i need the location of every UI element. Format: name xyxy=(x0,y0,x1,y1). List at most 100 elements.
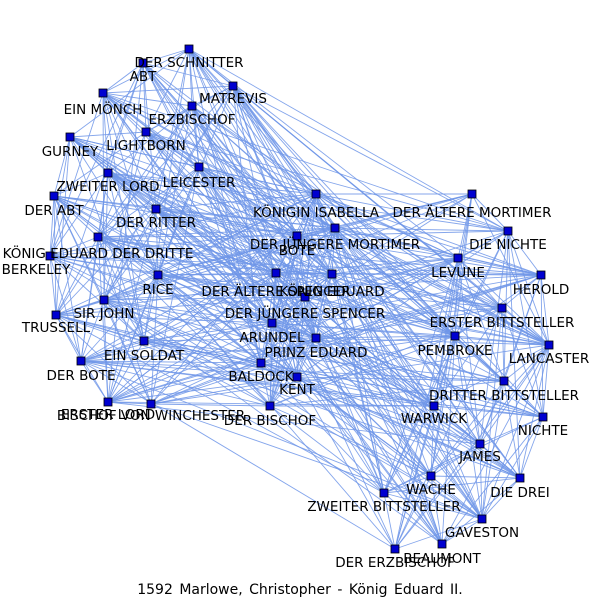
node-der-bote xyxy=(76,356,86,366)
graph-edge xyxy=(315,257,459,339)
graph-edge xyxy=(275,272,443,545)
graph-edge xyxy=(107,376,298,403)
graph-edge xyxy=(269,405,385,494)
node-james xyxy=(475,439,485,449)
graph-edge xyxy=(49,255,273,324)
graph-edge xyxy=(97,227,336,238)
graph-edge xyxy=(102,85,234,94)
graph-edge xyxy=(102,48,190,94)
graph-edge xyxy=(198,166,456,337)
node-bote xyxy=(292,231,302,241)
graph-edge xyxy=(315,337,432,477)
graph-edge xyxy=(49,193,317,257)
node-rice xyxy=(153,270,163,280)
graph-edge xyxy=(271,322,481,445)
graph-edge xyxy=(296,376,481,445)
graph-edge xyxy=(80,273,333,362)
graph-edge xyxy=(383,335,456,494)
graph-edge xyxy=(198,166,262,364)
node-label-ein-soldat: EIN SOLDAT xyxy=(104,348,185,364)
graph-edge xyxy=(315,337,505,382)
graph-edge xyxy=(69,136,277,274)
node-lightborn xyxy=(141,127,151,137)
graph-edge xyxy=(260,322,273,364)
graph-edge xyxy=(315,307,503,339)
graph-edge xyxy=(269,405,432,477)
graph-edge xyxy=(260,274,542,364)
graph-edge xyxy=(102,92,509,232)
node-der-schnitter xyxy=(184,44,194,54)
graph-edge xyxy=(271,322,298,378)
graph-edge xyxy=(145,131,509,232)
graph-edge xyxy=(271,322,505,382)
graph-edge xyxy=(269,296,306,407)
node-der-bischof xyxy=(265,401,275,411)
graph-edge xyxy=(269,337,317,407)
graph-edge xyxy=(260,362,435,407)
graph-edge xyxy=(540,274,550,346)
node-wache xyxy=(426,471,436,481)
graph-edge xyxy=(97,236,333,275)
graph-edge xyxy=(49,227,336,257)
graph-edge xyxy=(103,131,147,301)
graph-edge xyxy=(275,272,333,275)
graph-edge xyxy=(271,322,521,479)
graph-edge xyxy=(260,335,456,364)
graph-edge xyxy=(260,362,271,407)
graph-edge xyxy=(315,337,521,479)
node-prinz-eduard xyxy=(311,333,321,343)
graph-edge xyxy=(97,236,277,274)
node-label-james: JAMES xyxy=(458,449,501,465)
graph-edge xyxy=(315,335,456,339)
graph-edge xyxy=(269,335,456,407)
graph-edge xyxy=(441,518,483,545)
graph-edge xyxy=(315,337,435,407)
node-label-rice: RICE xyxy=(142,282,173,298)
graph-edge xyxy=(260,362,385,494)
node-ein-soldat xyxy=(139,336,149,346)
graph-edge xyxy=(49,255,544,418)
graph-edge xyxy=(331,273,456,337)
node-der-aeltere-spencer xyxy=(271,268,281,278)
graph-edge xyxy=(296,235,456,337)
graph-edge xyxy=(55,299,105,316)
graph-edge xyxy=(80,360,298,378)
graph-edge xyxy=(103,274,159,301)
node-label-der-aeltere-mortimer: DER ÄLTERE MORTIMER xyxy=(393,203,552,221)
graph-edge xyxy=(232,85,317,195)
graph-edge xyxy=(97,208,157,238)
graph-edge xyxy=(383,492,483,520)
graph-edge xyxy=(394,518,483,550)
graph-edge xyxy=(191,105,483,520)
graph-edge xyxy=(143,322,273,342)
graph-edge xyxy=(430,443,481,477)
graph-edge xyxy=(142,62,234,87)
graph-edge xyxy=(454,335,550,346)
graph-edge xyxy=(55,273,333,316)
graph-edge xyxy=(454,230,509,337)
graph-edge xyxy=(481,380,505,520)
graph-edge xyxy=(49,255,82,362)
graph-edge xyxy=(315,193,459,259)
graph-edge xyxy=(471,193,509,232)
graph-edge xyxy=(383,475,432,494)
node-label-zweiter-bittsteller: ZWEITER BITTSTELLER xyxy=(307,499,460,515)
graph-edge xyxy=(394,344,550,550)
graph-edge xyxy=(304,257,459,298)
node-leicester xyxy=(194,162,204,172)
graph-edge xyxy=(102,92,193,107)
graph-edge xyxy=(145,105,193,133)
graph-edge xyxy=(315,193,385,494)
graph-edge xyxy=(53,172,109,197)
graph-edge xyxy=(107,337,317,403)
node-label-koenig-eduard-der-dritte: KÖNIG EDUARD DER DRITTE xyxy=(3,244,194,262)
graph-edge xyxy=(80,360,396,550)
graph-edge xyxy=(457,257,542,276)
graph-edge xyxy=(503,380,544,418)
graph-edge xyxy=(331,273,542,276)
node-koenig-eduard-der-dritte xyxy=(93,232,103,242)
graph-edge xyxy=(53,195,82,362)
node-label-der-schnitter: DER SCHNITTER xyxy=(135,55,244,71)
